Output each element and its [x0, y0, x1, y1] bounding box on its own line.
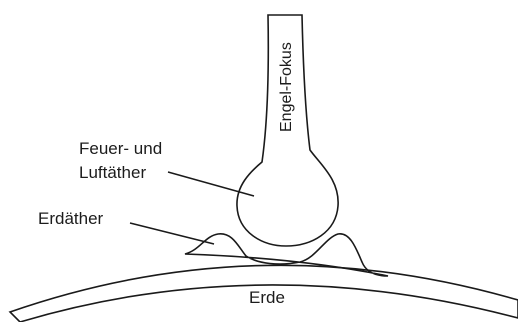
- label-fire-air-ether-line1: Feuer- und: [79, 139, 162, 158]
- earth-ether-layer: [185, 234, 388, 276]
- leader-line-fire-air-ether: [168, 172, 254, 196]
- label-earth-ether: Erdäther: [38, 209, 104, 228]
- label-angel-focus: Engel-Fokus: [278, 42, 295, 132]
- label-earth: Erde: [249, 288, 285, 307]
- leader-line-earth-ether: [130, 223, 214, 244]
- label-fire-air-ether-line2: Luftäther: [79, 163, 146, 182]
